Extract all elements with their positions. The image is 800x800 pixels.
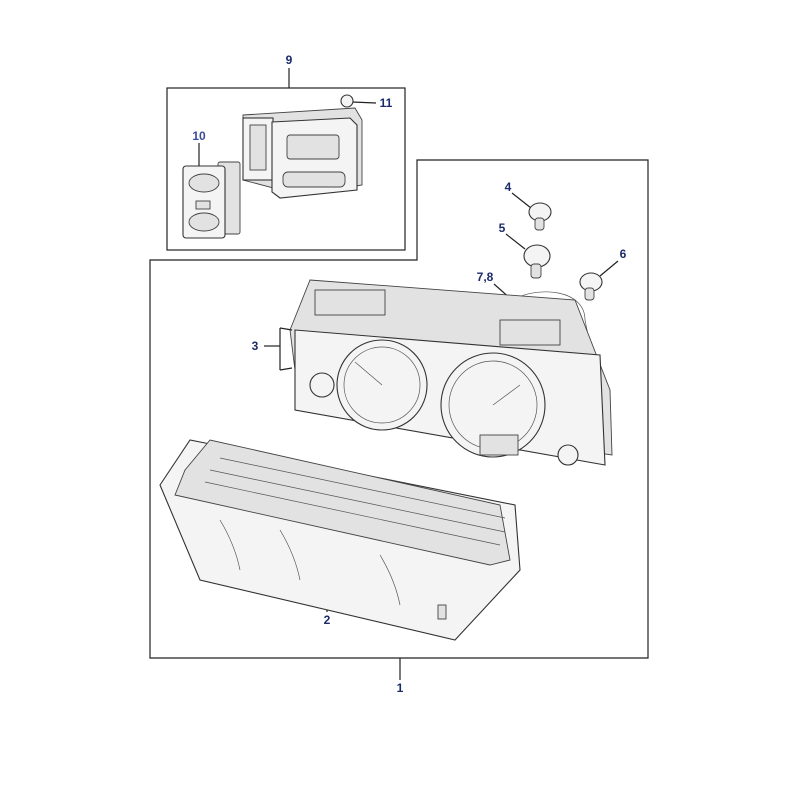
bulb-holder-part-6 [579, 272, 603, 301]
callout-1: 1 [396, 681, 404, 695]
harness-part-7-8 [511, 291, 591, 346]
callout-6: 6 [619, 247, 627, 261]
lens-bezel-part-2 [159, 439, 521, 641]
callout-2: 2 [323, 613, 331, 627]
callout-9: 9 [285, 53, 293, 67]
instrument-cluster [279, 279, 613, 466]
group-9-frame [166, 87, 406, 251]
callout-3: 3 [251, 339, 259, 353]
callout-4: 4 [504, 180, 512, 194]
display-unit-part-9 [242, 94, 363, 199]
callout-11: 11 [379, 96, 393, 110]
group-1-frame [149, 159, 649, 659]
callout-7-8: 7,8 [476, 270, 494, 284]
callout-5: 5 [498, 221, 506, 235]
switch-pack-part-10 [182, 161, 241, 239]
bulb-holder-part-4 [528, 202, 552, 231]
leader-lines [198, 68, 619, 680]
callout-10: 10 [192, 129, 206, 143]
bulb-holder-part-5 [523, 244, 551, 279]
